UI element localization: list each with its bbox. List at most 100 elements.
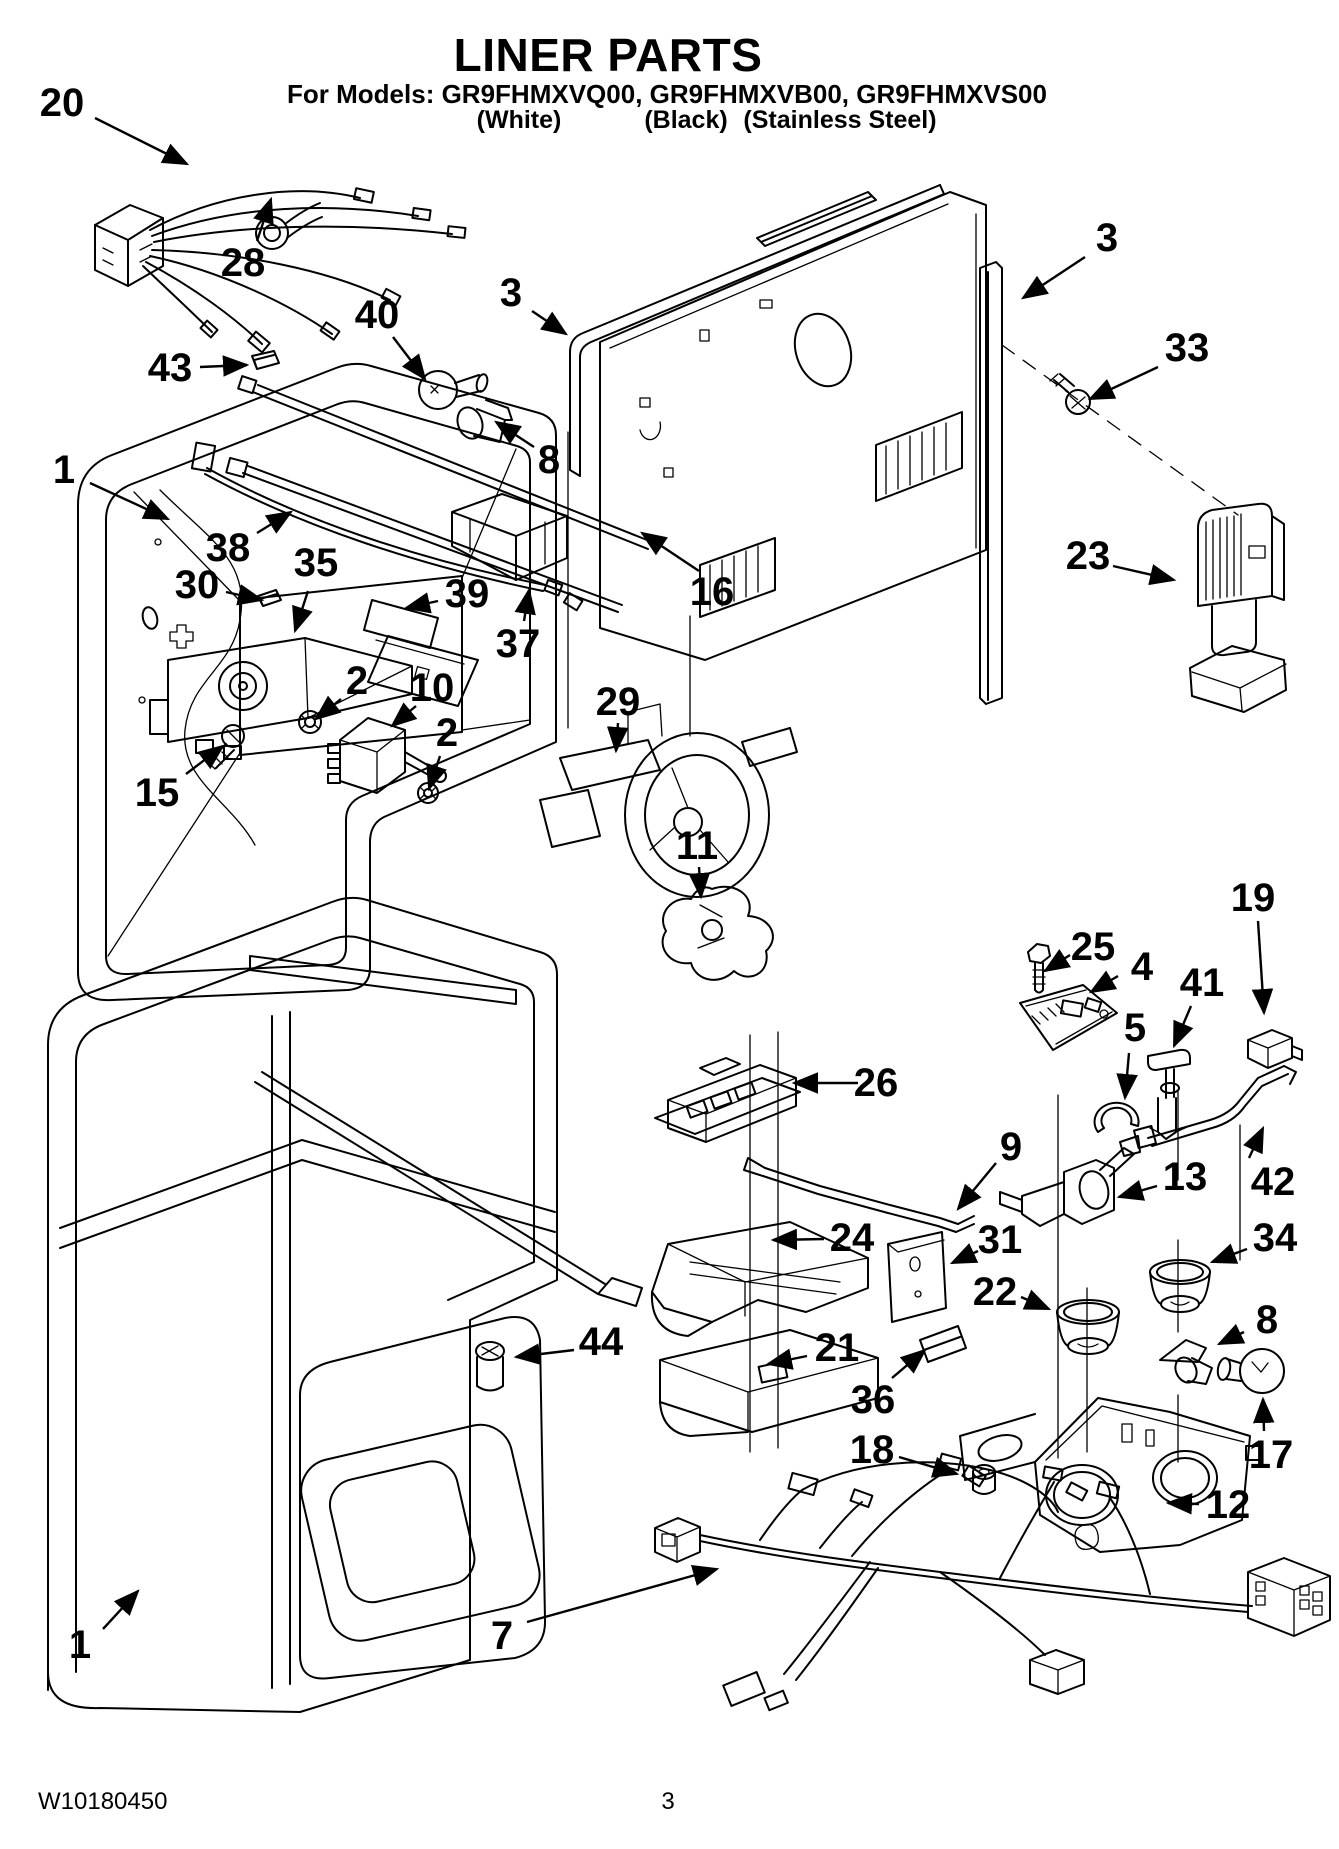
part-callout-34-31: 34 [1252,1216,1298,1260]
callout-arrow-41-25 [1172,1005,1194,1049]
callout-arrows [89,116,1275,1630]
part-callout-8-4: 8 [537,438,561,482]
part-callout-22-32: 22 [972,1270,1018,1314]
part-callout-21-37: 21 [814,1326,860,1370]
finish-black: (Black) [644,106,728,134]
models-line: For Models: GR9FHMXVQ00, GR9FHMXVB00, GR… [287,79,1047,109]
fan-shroud-29 [539,703,798,898]
part-callout-25-23: 25 [1070,925,1116,969]
callout-arrow-10-12 [390,702,418,728]
callout-arrow-5-26 [1116,1052,1138,1101]
part-callout-8-35: 8 [1255,1298,1279,1342]
plug-44 [475,1341,505,1392]
part-callout-41-25: 41 [1179,961,1225,1005]
part-callout-38-6: 38 [205,526,251,570]
callout-arrow-8-4 [493,420,535,449]
part-callout-19-22: 19 [1230,876,1276,920]
bowl-34 [1149,1259,1211,1313]
callout-arrow-22-32 [1020,1289,1052,1311]
light-housing-12 [959,1091,1263,1553]
callout-arrow-25-23 [1042,948,1072,973]
screw-33 [1001,344,1239,516]
part-callout-2-13: 2 [435,711,459,755]
part-callout-12-41: 12 [1205,1483,1251,1527]
part-callout-11-21: 11 [675,824,719,868]
callout-arrow-30-7 [225,584,265,606]
part-callout-24-33: 24 [829,1216,875,1260]
part-callout-1-5: 1 [52,448,76,492]
part-callout-43-2: 43 [147,346,193,390]
callout-arrow-44-36 [513,1343,575,1365]
lower-liner [47,896,643,1713]
part-callout-16-16: 16 [689,570,735,614]
strip-9 [743,1157,975,1233]
part-callout-42-30: 42 [1250,1160,1296,1204]
damper-13 [999,1135,1141,1227]
callout-arrow-43-2 [199,355,250,377]
callout-arrow-2-13 [426,755,447,792]
part-callout-40-3: 40 [354,293,400,337]
callout-arrow-36-38 [891,1348,927,1379]
part-callout-7-42: 7 [490,1614,514,1658]
callout-arrow-11-21 [688,866,711,900]
callout-arrow-35-8 [292,590,313,634]
part-callout-18-39: 18 [849,1428,895,1472]
part-callout-3-17: 3 [499,271,523,315]
callout-arrow-4-24 [1088,970,1119,994]
finish-stainless: (Stainless Steel) [743,106,937,134]
panel-trim-right-3 [979,261,1003,705]
socket-8-lower [1159,1339,1213,1385]
part-callout-10-12: 10 [409,666,455,710]
part-callout-30-7: 30 [174,563,220,607]
part-callout-15-14: 15 [134,771,180,815]
plate-31 [887,1231,947,1323]
part-callout-29-15: 29 [595,680,641,724]
clip-43 [251,350,280,370]
bulb-17 [1216,1348,1285,1394]
part-callout-31-34: 31 [977,1218,1023,1262]
part-callout-28-1: 28 [220,241,266,285]
callout-arrow-23-20 [1112,564,1177,586]
part-callout-2-11: 2 [345,659,369,703]
document-number: W10180450 [38,1788,168,1815]
callout-arrow-1-5 [89,481,171,521]
part-callout-37-10: 37 [495,622,541,666]
callout-arrow-37-10 [514,587,536,622]
clip-30 [257,589,282,607]
finish-white: (White) [476,106,562,134]
screw-25 [1027,943,1051,994]
callout-arrow-13-29 [1116,1179,1158,1201]
callout-arrow-1-43 [102,1589,140,1630]
lamp-rails [225,375,653,613]
part-callout-9-28: 9 [999,1125,1023,1169]
control-board-4 [1019,984,1118,1051]
callout-arrow-42-30 [1243,1125,1265,1159]
callout-arrow-19-22 [1251,920,1274,1016]
callout-arrow-8-35 [1216,1323,1246,1346]
part-callout-13-29: 13 [1162,1155,1208,1199]
callout-arrow-21-37 [765,1348,808,1370]
switch-19 [1247,1029,1303,1069]
thermostat-10 [327,717,447,794]
duct-24 [650,1221,869,1337]
patch-36 [919,1325,967,1363]
callout-arrow-24-33 [770,1228,825,1251]
panel-trim-top-3 [756,191,877,247]
callout-arrow-18-39 [898,1455,960,1478]
strips-39 [363,599,479,707]
part-callout-36-38: 36 [850,1378,896,1422]
part-callout-4-24: 4 [1130,945,1154,989]
part-callout-33-19: 33 [1164,326,1210,370]
callout-arrow-3-17 [531,310,568,336]
callout-arrow-3-18 [1020,255,1086,300]
callout-arrow-17-40 [1252,1396,1275,1432]
page-title: LINER PARTS [453,29,763,81]
bowl-22 [1056,1299,1120,1355]
part-callout-39-9: 39 [444,572,490,616]
callout-arrow-34-31 [1209,1243,1248,1264]
air-tower-23 [1189,502,1287,713]
callout-arrow-40-3 [392,336,427,381]
callout-arrow-29-15 [606,722,629,754]
